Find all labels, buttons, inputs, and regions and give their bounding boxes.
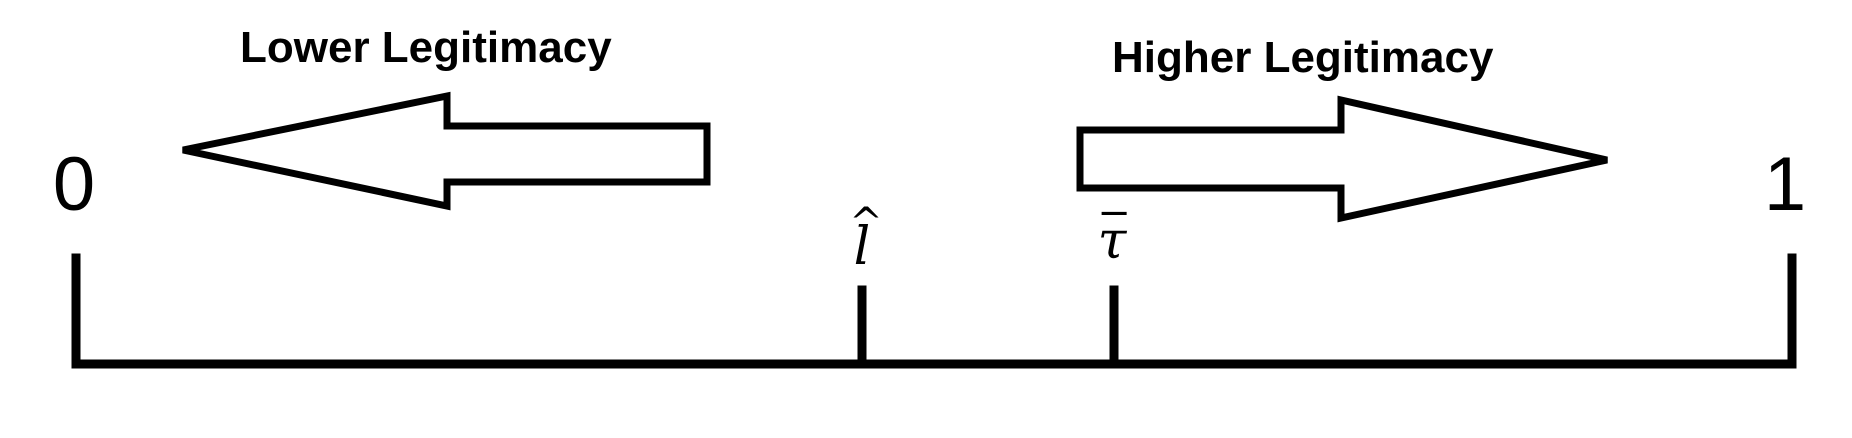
axis-end-label: 1 (1764, 142, 1806, 227)
l-hat-label: ^ l (849, 200, 883, 277)
tau-bar-symbol: τ (1098, 211, 1128, 271)
tau-bar-label: − τ (1097, 190, 1131, 271)
axis-start-label: 0 (53, 142, 95, 227)
right-arrow-icon (1076, 95, 1608, 223)
l-hat-accent: ^ (849, 200, 883, 246)
left-arrow-icon (182, 91, 711, 211)
tau-bar-accent: − (1097, 190, 1131, 236)
l-hat-symbol: l (854, 217, 871, 277)
lower-legitimacy-label: Lower Legitimacy (240, 23, 612, 72)
higher-legitimacy-label: Higher Legitimacy (1112, 33, 1494, 82)
